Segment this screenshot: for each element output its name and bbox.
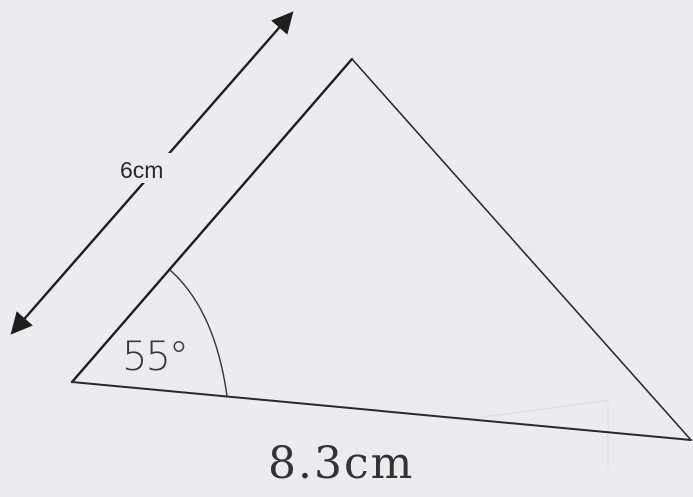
base-length-label: 8.3cm: [268, 438, 414, 489]
triangle-side-base: [71, 381, 692, 441]
triangle-side-right: [351, 58, 692, 441]
side-label-background: [118, 153, 186, 183]
angle-label: 55°: [122, 334, 187, 380]
paper-mark: [459, 399, 611, 421]
side-length-label: 6cm: [120, 157, 163, 183]
